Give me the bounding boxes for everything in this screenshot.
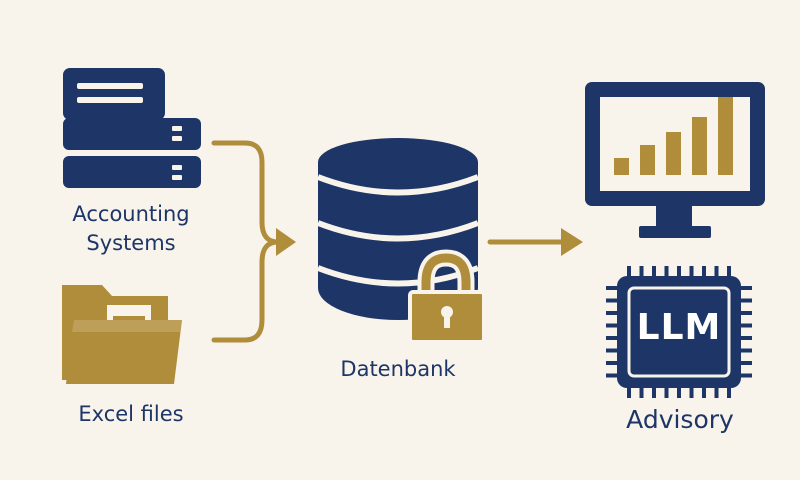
chart-bar	[614, 158, 629, 175]
database-label: Datenbank	[340, 357, 456, 381]
llm-chip-label: LLM	[636, 307, 722, 348]
chip-pin	[740, 286, 752, 290]
chip-pin	[652, 386, 656, 398]
database-icon	[316, 138, 480, 320]
processor-chip-icon	[606, 266, 752, 398]
chip-pin	[740, 361, 752, 365]
chip-pin	[606, 286, 618, 290]
padlock-icon	[408, 249, 486, 344]
chip-pin	[664, 386, 669, 398]
chart-bar	[640, 145, 655, 175]
chip-pin	[740, 348, 752, 353]
chart-bar	[692, 117, 707, 175]
chip-pin	[740, 298, 752, 303]
chip-pin	[627, 386, 631, 398]
chip-pin	[740, 336, 752, 340]
chip-pin	[606, 348, 618, 353]
chip-pin	[677, 266, 681, 278]
chip-pin	[714, 266, 719, 278]
chip-pin	[702, 266, 706, 278]
advisory-label: Advisory	[626, 405, 734, 434]
arrowhead-to-database	[276, 228, 296, 256]
chart-bar	[666, 132, 681, 175]
chip-pin	[740, 373, 752, 378]
chip-pin	[606, 323, 618, 328]
chip-pin	[606, 311, 618, 315]
chip-pin	[652, 266, 656, 278]
chip-pin	[627, 266, 631, 278]
chip-pin	[689, 266, 694, 278]
chip-pin	[740, 311, 752, 315]
chip-pin	[606, 336, 618, 340]
accounting-systems-label: Accounting Systems	[72, 202, 190, 255]
chart-bar	[718, 97, 733, 175]
chip-pin	[664, 266, 669, 278]
monitor-bar-chart-icon	[585, 82, 765, 238]
chip-pin	[727, 266, 731, 278]
excel-files-label: Excel files	[78, 402, 184, 426]
chip-pin	[606, 373, 618, 378]
chip-pin	[677, 386, 681, 398]
chip-pin	[639, 386, 644, 398]
chip-pin	[689, 386, 694, 398]
chip-pin	[606, 298, 618, 303]
chip-pin	[714, 386, 719, 398]
merge-connector	[211, 140, 281, 343]
server-stack-icon	[63, 68, 201, 188]
chip-pin	[639, 266, 644, 278]
chip-pin	[727, 386, 731, 398]
chip-pin	[702, 386, 706, 398]
chip-pin	[606, 361, 618, 365]
chip-pin	[740, 323, 752, 328]
arrow-to-outputs	[487, 228, 583, 256]
folder-document-icon	[62, 285, 182, 384]
